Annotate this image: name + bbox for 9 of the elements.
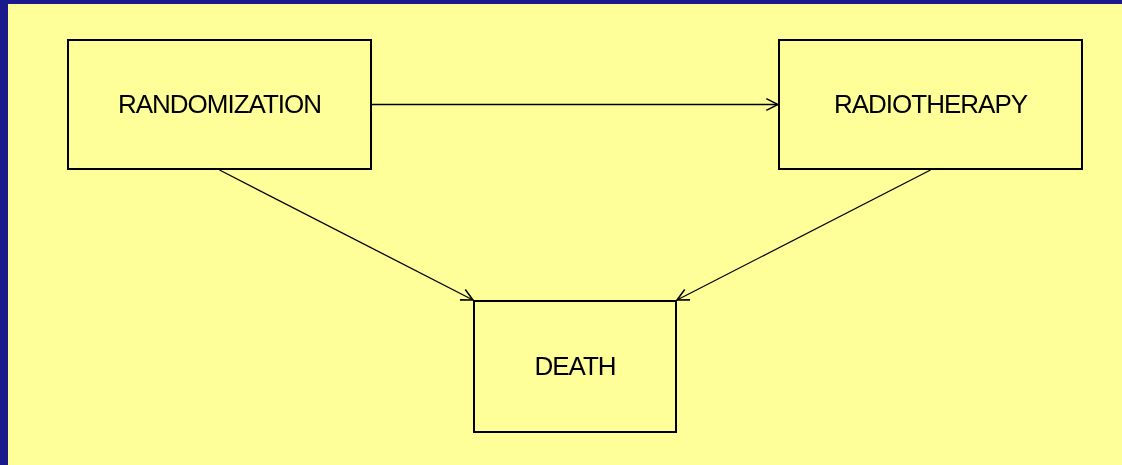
arrow [218, 169, 474, 301]
process-box [778, 39, 1083, 170]
box-label: DEATH [534, 350, 616, 383]
box-label: RADIOTHERAPY [833, 88, 1028, 121]
process-box [473, 300, 677, 433]
arrow [676, 169, 932, 301]
process-box [67, 39, 372, 170]
arrow [371, 97, 779, 112]
box-label: RANDOMIZATION [117, 88, 322, 121]
